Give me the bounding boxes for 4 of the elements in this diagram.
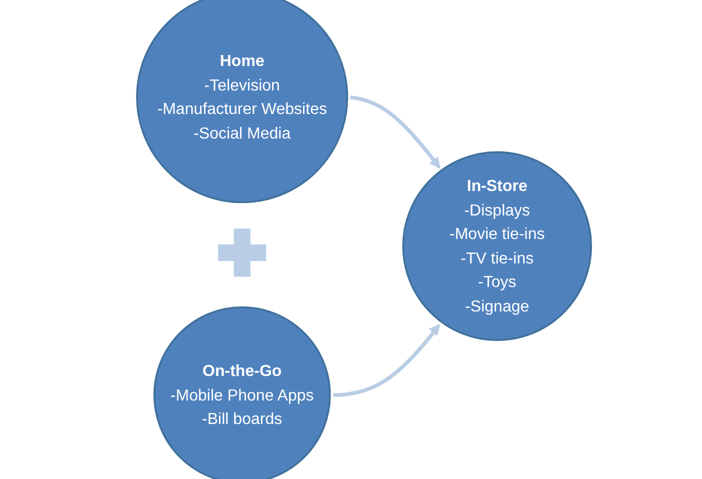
- arrow: [333, 324, 440, 397]
- plus-icon: [218, 228, 266, 277]
- arrow: [350, 96, 441, 169]
- circle-node: In-Store -Displays -Movie tie-ins -TV tie-ins -Toys -Signage: [402, 151, 592, 341]
